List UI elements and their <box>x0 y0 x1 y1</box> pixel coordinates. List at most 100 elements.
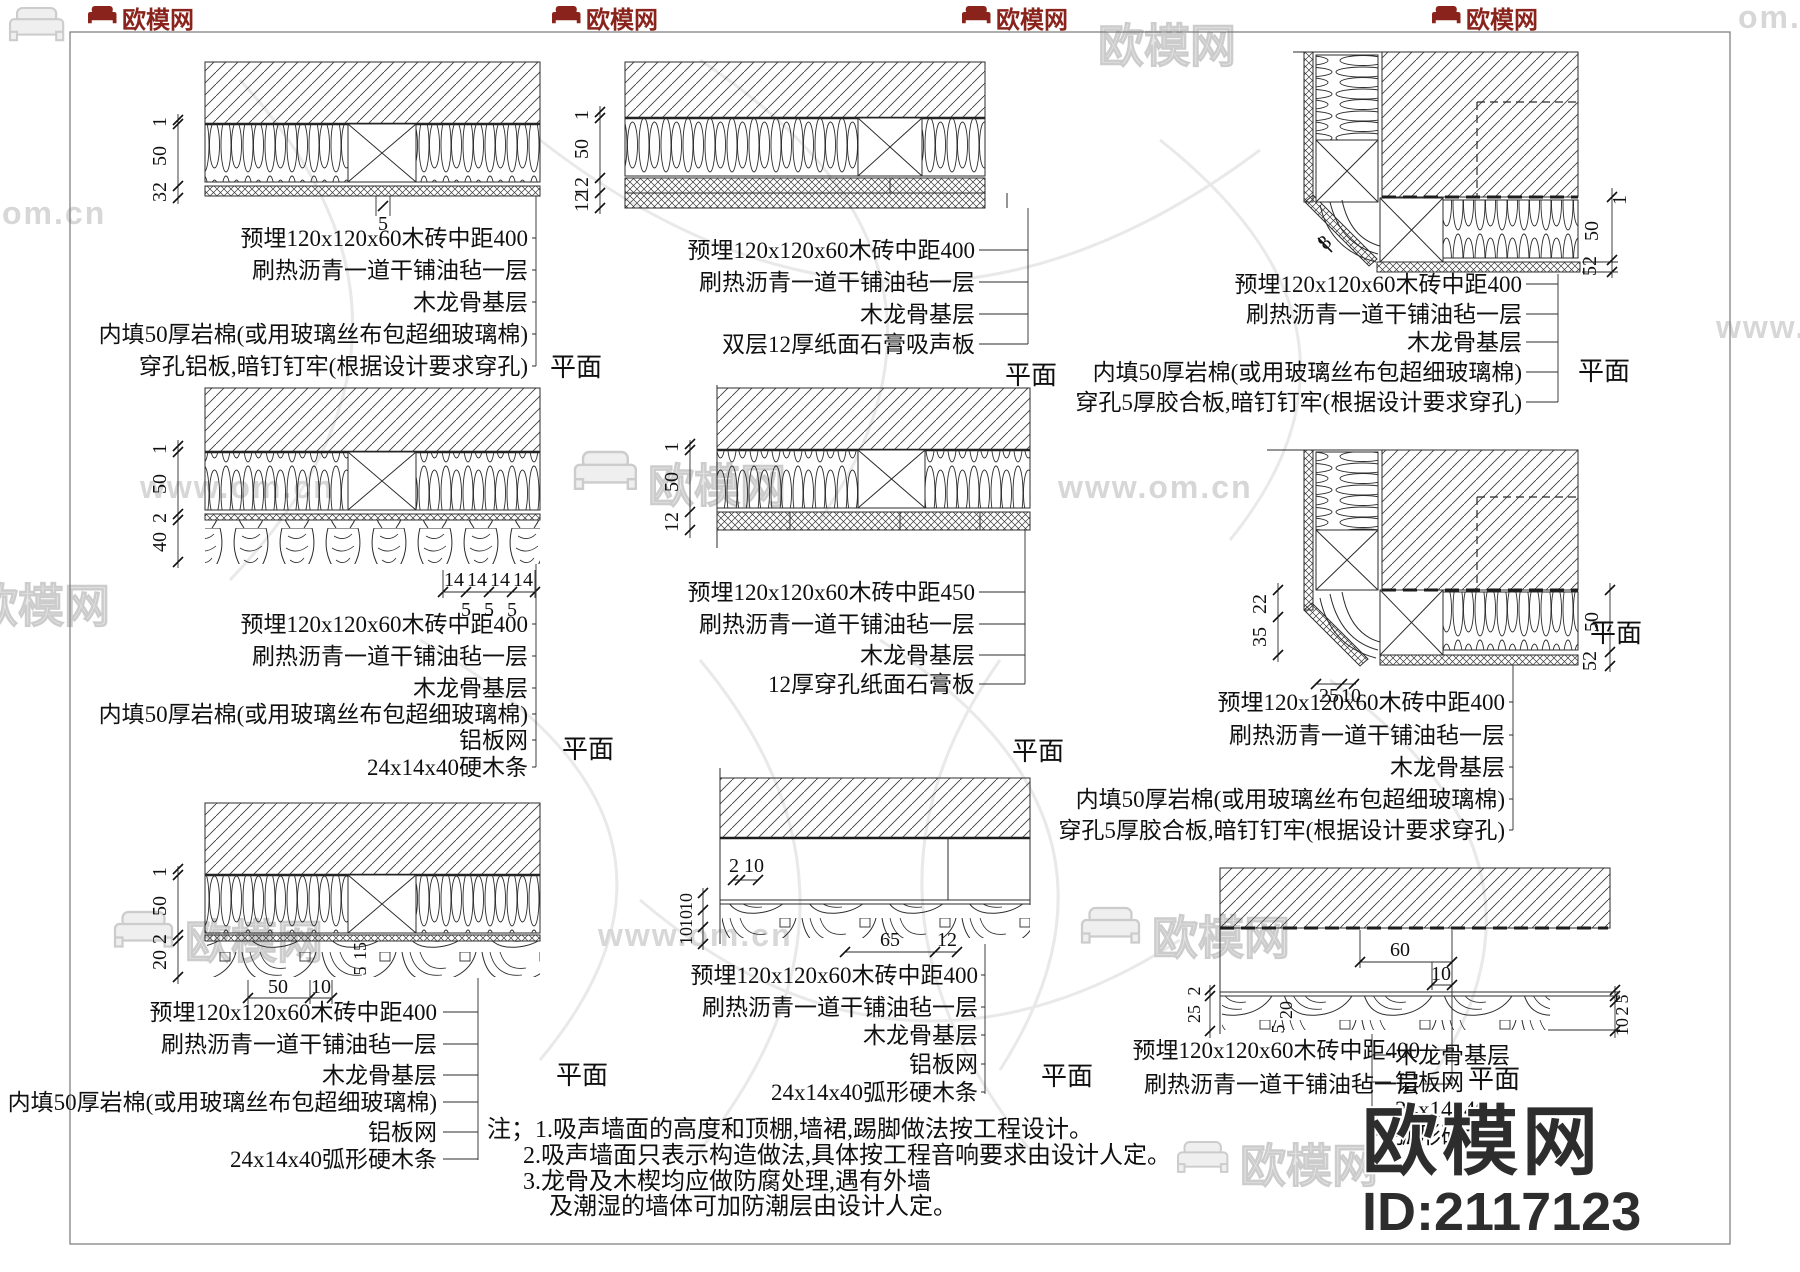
wall-hatch <box>1381 449 1579 591</box>
dim-text: 50 <box>149 896 171 916</box>
watermark-id: ID:2117123 <box>1362 1182 1641 1242</box>
dim-text: 14 <box>444 569 464 591</box>
dim-text: 2 <box>149 934 171 944</box>
callout-label: 预埋120x120x60木砖中距400 <box>241 612 529 637</box>
watermark-partial: www. <box>1715 309 1800 345</box>
dim-text: 15 <box>350 942 370 960</box>
dim-text: 5 <box>1612 995 1632 1004</box>
dim-text: 1 <box>571 110 593 120</box>
callout-label: 刷热沥青一道干铺油毡一层 <box>252 258 528 283</box>
callout-label: 穿孔铝板,暗钉钉牢(根据设计要求穿孔) <box>139 354 528 379</box>
callout-label: 双层12厚纸面石膏吸声板 <box>722 332 975 357</box>
plan-label: 平面 <box>1012 737 1064 766</box>
callout-label: 内填50厚岩棉(或用玻璃丝布包超细玻璃棉) <box>8 1090 437 1115</box>
callout-label: 预埋120x120x60木砖中距400 <box>1218 690 1506 715</box>
callout-label: 木龙骨基层 <box>413 290 528 315</box>
dim-text: 10 <box>676 893 696 911</box>
dim-text: 10 <box>1431 963 1451 985</box>
dim-text: 14 <box>467 569 487 591</box>
dim-text: 12 <box>571 177 593 197</box>
gypsum-board-2 <box>624 192 986 209</box>
dim-text: 10 <box>1612 1018 1632 1036</box>
callout-label: 穿孔5厚胶合板,暗钉钉牢(根据设计要求穿孔) <box>1058 818 1505 843</box>
dim-text: 50 <box>661 472 683 492</box>
felt-strip-vertical <box>1303 449 1314 611</box>
callout-label: 木龙骨基层 <box>860 643 975 668</box>
sofa-icon <box>552 6 581 24</box>
callout-label: 铝板网 <box>368 1120 437 1145</box>
callout-label: 刷热沥青一道干铺油毡一层 <box>699 270 975 295</box>
watermark-brand: 欧模网 <box>0 581 110 632</box>
dim-text: 10 <box>1341 685 1361 707</box>
plan-label: 平面 <box>1005 361 1057 390</box>
curved-wood-strips <box>207 941 540 977</box>
dim-text: 10 <box>311 976 331 998</box>
wall-hatch <box>204 802 541 876</box>
watermark-site-short: om.cn <box>2 195 106 231</box>
wall-hatch <box>1219 867 1611 929</box>
note-line: 2.吸声墙面只表示构造做法,具体按工程音响要求由设计人定。 <box>523 1142 1171 1169</box>
felt-panel-layer <box>1376 261 1581 273</box>
dim-text: 5 <box>461 599 471 621</box>
dim-text: 50 <box>149 146 171 166</box>
dim-text: 50 <box>268 976 288 998</box>
callout-label: 24x14x40弧形硬木条 <box>771 1080 978 1105</box>
felt-panel-layer <box>1379 654 1579 666</box>
dim-text: 20 <box>149 950 171 970</box>
dim-text: 50 <box>1581 221 1603 241</box>
callout-label: 木龙骨基层 <box>1395 1043 1510 1068</box>
dim-text: 25 <box>1319 685 1339 707</box>
callout-label: 24x14x40 <box>1395 1097 1487 1122</box>
insulation-layer <box>624 117 986 177</box>
top-red-logos: 欧模网 欧模网 欧模网 欧模网 <box>88 6 1538 34</box>
detail-top-left: 1 50 32 5 预埋120x120x60木砖中距400 刷热沥青一道干铺油毡… <box>99 61 602 382</box>
felt-strip-chamfer <box>1304 194 1378 267</box>
callout-label: 内填50厚岩棉(或用玻璃丝布包超细玻璃棉) <box>1076 787 1505 812</box>
dim-text: 5 <box>350 967 370 976</box>
watermark-brand-large: 欧模网 <box>1362 1101 1602 1185</box>
dim-text: 50 <box>1581 612 1603 632</box>
brand-logo-text: 欧模网 <box>1466 6 1538 34</box>
mesh-layer <box>204 513 541 521</box>
plan-label: 平面 <box>1578 357 1630 386</box>
callout-label: 木龙骨基层 <box>1407 330 1522 355</box>
dim-text: 1 <box>661 442 683 452</box>
curved-wood-strips <box>1222 996 1550 1030</box>
dim-text: 5 <box>507 599 517 621</box>
callout-label: 铝板网 <box>909 1052 978 1077</box>
plan-label: 平面 <box>1041 1062 1093 1091</box>
watermark-brand: 欧模网 <box>1240 1141 1378 1192</box>
dim-text: 25 <box>1184 1005 1204 1023</box>
dim-text: 40 <box>149 532 171 552</box>
callout-label: 刷热沥青一道干铺油毡一层 <box>1144 1072 1420 1097</box>
dim-text: 5 <box>1268 1025 1288 1034</box>
dim-text: 50 <box>149 474 171 494</box>
dim-text: 12 <box>571 192 593 212</box>
dim-text: 1 <box>1609 195 1631 205</box>
detail-top-middle: 1 50 12 12 预埋120x120x60木砖中距400 刷热沥青一道干铺油… <box>571 61 1057 390</box>
note-line: 注；1.吸声墙面的高度和顶棚,墙裙,踢脚做法按工程设计。 <box>487 1116 1093 1143</box>
dim-text: 5 <box>484 599 494 621</box>
wall-hatch <box>719 777 1031 839</box>
sofa-icon <box>962 6 991 24</box>
dim-text: 10 <box>676 927 696 945</box>
plan-label: 平面 <box>550 353 602 382</box>
callout-label: 内填50厚岩棉(或用玻璃丝布包超细玻璃棉) <box>1093 360 1522 385</box>
sheet-border <box>69 31 1731 1245</box>
callout-label: 穿孔5厚胶合板,暗钉钉牢(根据设计要求穿孔) <box>1075 390 1522 415</box>
callout-label: 刷热沥青一道干铺油毡一层 <box>161 1032 437 1057</box>
curved-wood-strips <box>722 904 1030 938</box>
callout-label: 12厚穿孔纸面石膏板 <box>768 672 975 697</box>
gypsum-board <box>716 511 1031 531</box>
callout-label: 预埋120x120x60木砖中距400 <box>691 963 979 988</box>
insulation-layer <box>1442 591 1579 651</box>
callout-label: 预埋120x120x60木砖中距400 <box>688 238 976 263</box>
plan-label: 平面 <box>562 735 614 764</box>
callout-label: 预埋120x120x60木砖中距400 <box>150 1000 438 1025</box>
dim-text: 65 <box>880 929 900 951</box>
callout-label: 刷热沥青一道干铺油毡一层 <box>1229 723 1505 748</box>
notes-block: 注；1.吸声墙面的高度和顶棚,墙裙,踢脚做法按工程设计。 2.吸声墙面只表示构造… <box>487 1116 1171 1220</box>
sofa-icon <box>1080 906 1141 944</box>
